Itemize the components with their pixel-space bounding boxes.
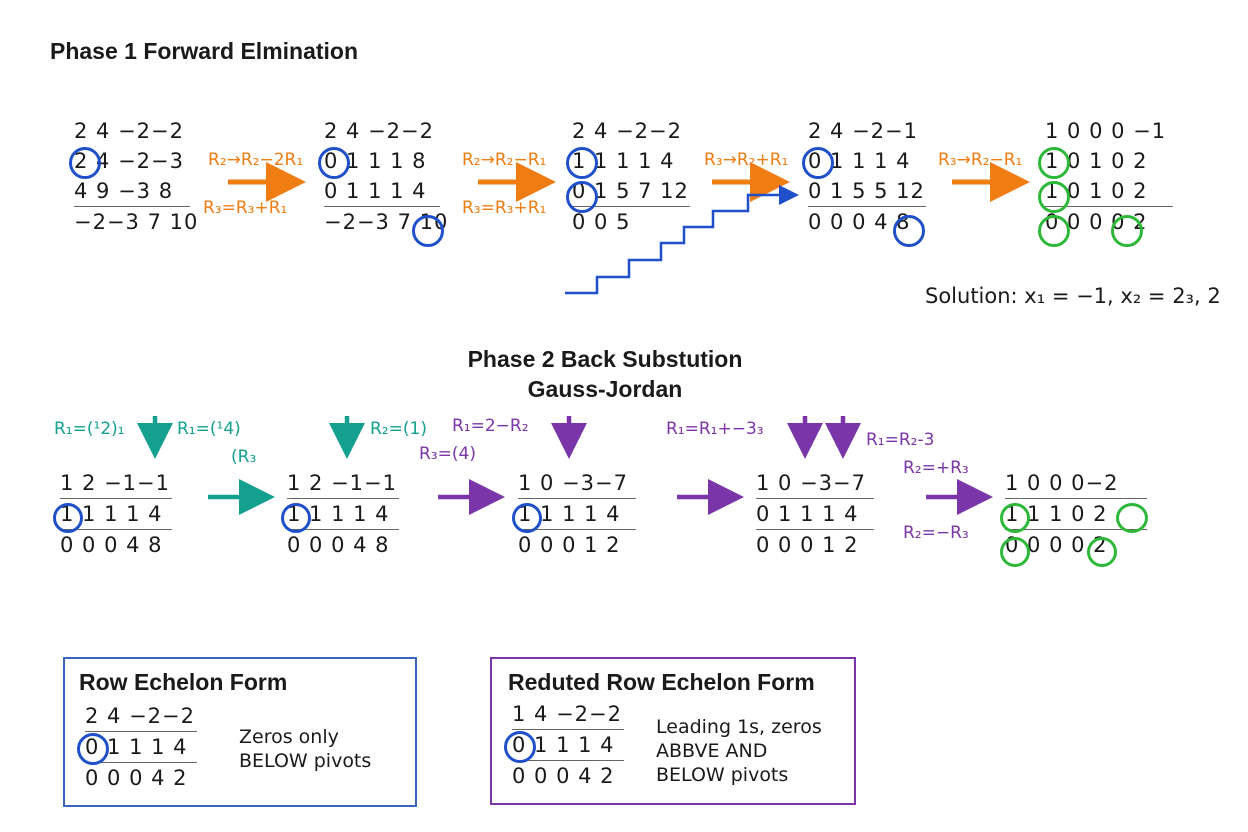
matrix-row: 2 4 −2−1: [808, 119, 918, 143]
matrix-row: 0 0 5: [572, 210, 631, 234]
phase2-title-line1: Phase 2 Back Substution: [467, 346, 743, 372]
row-operation: R₃=(4): [419, 444, 476, 464]
solution-text: Solution: x₁ = −1, x₂ = 2₃, 2: [925, 284, 1221, 308]
matrix-row: 1 0 −3−7: [756, 468, 874, 499]
pivot-circle: [318, 147, 350, 179]
note-line: Zeros only: [239, 726, 339, 748]
matrix-row: 1 4 −2−2: [512, 699, 624, 730]
pivot-circle: [69, 147, 101, 179]
matrix-row: 0 1 5 5 12: [808, 176, 926, 207]
phase2-matrix-2: 1 2 −1−1 1 1 1 1 4 0 0 0 4 8: [287, 468, 399, 560]
matrix-row: 2 4 −2−2: [572, 119, 682, 143]
matrix-row: −2−3 7 10: [74, 210, 199, 234]
note-line: BELOW pivots: [656, 764, 789, 786]
row-operation: R₁=(¹4): [177, 419, 241, 439]
pivot-circle: [1038, 147, 1070, 179]
matrix-row: 0 1 1 1 4: [324, 176, 440, 207]
row-operation: (R₃: [231, 447, 257, 467]
matrix-row: 0 1 1 1 4: [756, 499, 874, 530]
phase1-title: Phase 1 Forward Elmination: [50, 38, 359, 64]
matrix-row: 1 0 −3−7: [518, 468, 636, 499]
phase2-matrix-4: 1 0 −3−7 0 1 1 1 4 0 0 0 1 2: [756, 468, 874, 560]
matrix-row: 0 0 0 4 8: [60, 533, 163, 557]
row-operation: R₁=R₁+−3₃: [666, 419, 764, 439]
matrix-row: 0 0 0 4 8: [808, 210, 911, 234]
pivot-circle: [1000, 503, 1030, 533]
row-echelon-form-box: Row Echelon Form 2 4 −2−2 0 1 1 1 4 0 0 …: [63, 657, 417, 807]
pivot-circle: [412, 215, 444, 247]
row-operation: R₂=(1): [370, 419, 427, 439]
pivot-circle: [53, 503, 83, 533]
note-line: Leading 1s, zeros: [656, 716, 822, 738]
pivot-circle: [1038, 181, 1070, 213]
phase2-title: Phase 2 Back Substution Gauss-Jordan: [400, 344, 810, 404]
matrix-row: 2 4 −2−2: [74, 119, 184, 143]
matrix-row: 0 0 0 1 2: [518, 533, 621, 557]
matrix-row: 2 4 −2−2: [324, 119, 434, 143]
matrix-row: 1 2 −1−1: [287, 468, 399, 499]
pivot-circle: [1087, 537, 1117, 567]
box-note: Zeros only BELOW pivots: [239, 725, 371, 773]
row-operation: R₁=2−R₂: [452, 416, 529, 436]
row-operation: R₁=(¹2)₁: [54, 419, 125, 439]
pivot-circle: [802, 147, 834, 179]
staircase-arrow-icon: [565, 185, 799, 295]
pivot-circle: [1111, 215, 1143, 247]
pivot-circle: [504, 731, 536, 763]
row-operation: R₂=+R₃: [903, 458, 969, 478]
pivot-circle: [566, 147, 598, 179]
pivot-circle: [1116, 503, 1148, 533]
matrix-row: 0 0 0 1 2: [756, 533, 859, 557]
matrix-row: 1 2 −1−1: [60, 468, 172, 499]
row-operation: R₂=−R₃: [903, 523, 969, 543]
matrix-row: 1 0 0 0−2: [1005, 468, 1147, 499]
note-line: ABBVE AND: [656, 740, 768, 762]
pivot-circle: [893, 215, 925, 247]
pivot-circle: [77, 733, 109, 765]
box-note: Leading 1s, zeros ABBVE AND BELOW pivots: [656, 715, 822, 787]
pivot-circle: [1038, 215, 1070, 247]
matrix-row: 0 0 0 4 2: [85, 766, 188, 790]
box-title: Row Echelon Form: [79, 669, 288, 695]
row-operation: R₃=R₃+R₁: [462, 198, 547, 218]
row-operation: R₁=R₂-3: [866, 430, 935, 450]
matrix-row: 0 0 0 4 8: [287, 533, 390, 557]
phase1-matrix-1: 2 4 −2−2 2 4 −2−3 4 9 −3 8 −2−3 7 10: [74, 116, 199, 237]
reduced-row-echelon-form-box: Reduted Row Echelon Form 1 4 −2−2 0 1 1 …: [490, 657, 856, 805]
matrix-row: 0 0 0 4 2: [512, 764, 615, 788]
phase2-title-line2: Gauss-Jordan: [527, 376, 683, 402]
box-title: Reduted Row Echelon Form: [508, 669, 815, 695]
row-operation: R₃=R₃+R₁: [203, 198, 288, 218]
pivot-circle: [281, 503, 311, 533]
matrix-row: 1 0 0 0 −1: [1045, 119, 1167, 143]
pivot-circle: [1000, 537, 1030, 567]
note-line: BELOW pivots: [239, 750, 372, 772]
pivot-circle: [512, 503, 542, 533]
matrix-row: 2 4 −2−2: [85, 701, 197, 732]
matrix-row: 4 9 −3 8: [74, 176, 190, 207]
pivot-circle: [566, 181, 598, 213]
rref-matrix: 1 4 −2−2 0 1 1 1 4 0 0 0 4 2: [512, 699, 624, 791]
